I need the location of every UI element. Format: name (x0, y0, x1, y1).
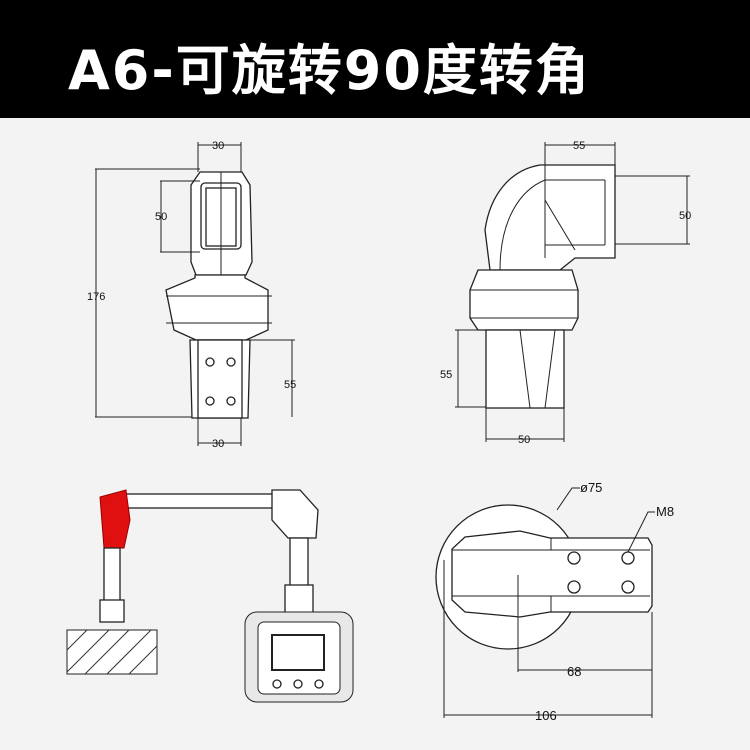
top-dim-thread: M8 (656, 504, 674, 519)
side-dim-bottom-width: 50 (518, 434, 530, 446)
title-bar: A6-可旋转90度转角 (0, 0, 750, 118)
front-dim-lower-height: 55 (284, 379, 296, 391)
page-title: A6-可旋转90度转角 (68, 39, 591, 102)
side-dim-top-width: 55 (573, 140, 585, 152)
side-dim-upper-height: 50 (679, 210, 691, 222)
side-view (455, 142, 690, 442)
front-dim-total-height: 176 (87, 291, 105, 303)
top-dim-total-length: 106 (535, 708, 557, 723)
top-view (435, 487, 655, 718)
front-view (95, 142, 295, 446)
top-dim-offset: 68 (567, 664, 581, 679)
front-dim-bottom-width: 30 (212, 438, 224, 450)
top-dim-diameter: ø75 (580, 480, 602, 495)
assembly-illustration (66, 489, 354, 703)
mounting-block (66, 629, 158, 675)
front-dim-top-width: 30 (212, 140, 224, 152)
side-dim-lower-height: 55 (440, 369, 452, 381)
front-dim-upper-height: 50 (155, 211, 167, 223)
red-corner-connector (99, 489, 131, 549)
